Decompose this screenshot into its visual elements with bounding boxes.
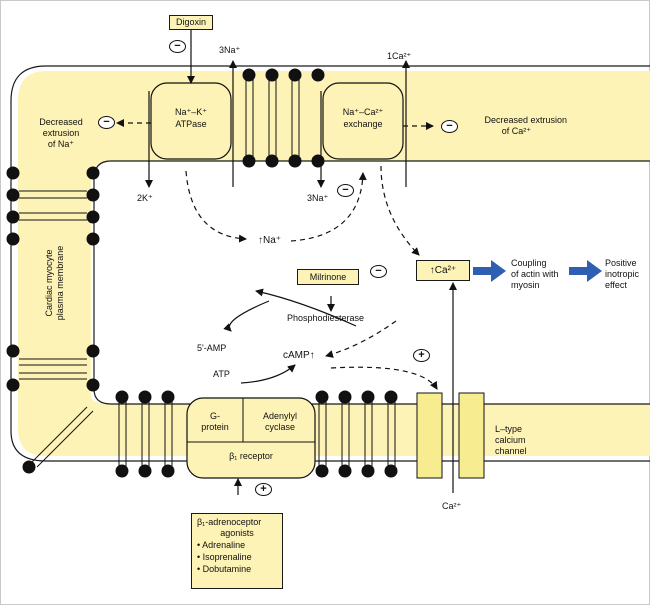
- digoxin-box: Digoxin: [169, 15, 213, 30]
- lipid-bilayer-left: [6, 166, 100, 474]
- agonist-item: Adrenaline: [197, 539, 277, 551]
- decreased-na-3: of Na⁺: [47, 139, 75, 149]
- l-type-label-3: channel: [495, 446, 527, 456]
- camp-stimulate-sign: +: [413, 349, 430, 362]
- g-protein-label-2: protein: [201, 422, 229, 432]
- potassium-in-label: 2K⁺: [137, 193, 153, 203]
- coupling-label-2: of actin with: [511, 269, 559, 279]
- na-ca-exchange-label-2: exchange: [343, 119, 383, 129]
- beta1-receptor-complex: [186, 397, 316, 479]
- arrow-to-coupling: [473, 260, 506, 282]
- decreased-na-2: extrusion: [42, 128, 80, 138]
- membrane-label-2: plasma membrane: [55, 245, 65, 321]
- decreased-na-1: Decreased: [39, 117, 83, 127]
- increased-sodium-label: ↑Na⁺: [258, 235, 282, 246]
- inotropic-label-1: Positive: [605, 258, 637, 268]
- agonist-stimulate-sign: +: [255, 483, 272, 496]
- coupling-label-1: Coupling: [511, 258, 547, 268]
- agonists-title-2: agonists: [220, 528, 254, 538]
- milrinone-box: Milrinone: [297, 269, 359, 285]
- na-k-atpase-label-2: ATPase: [175, 119, 207, 129]
- decreased-ca-2: of Ca²⁺: [501, 126, 531, 136]
- na-ca-exchanger: [322, 82, 404, 160]
- l-type-channel-left: [416, 392, 443, 479]
- phosphodiesterase-label: Phosphodiesterase: [287, 313, 365, 323]
- inotropic-label-2: inotropic: [605, 269, 640, 279]
- ca-extrusion-decrease-sign: −: [441, 120, 458, 133]
- sodium-in-label: 3Na⁺: [307, 193, 329, 203]
- amp-label: 5'-AMP: [197, 343, 227, 353]
- atp-label: ATP: [213, 369, 230, 379]
- coupling-label-3: myosin: [511, 280, 540, 290]
- agonist-item: Isoprenaline: [197, 551, 277, 563]
- agonists-box: β₁-adrenoceptor agonists Adrenaline Isop…: [191, 513, 283, 589]
- inotropic-label-3: effect: [605, 280, 627, 290]
- digoxin-inhibit-sign: −: [169, 40, 186, 53]
- na-k-atpase-label-1: Na⁺–K⁺: [174, 107, 207, 117]
- sodium-out-label: 3Na⁺: [219, 45, 241, 55]
- membrane-label: Cardiac myocyte plasma membrane: [44, 234, 68, 332]
- plasma-membrane: [10, 65, 650, 462]
- agonists-title-1: β₁-adrenoceptor: [197, 517, 262, 527]
- adenylyl-cyclase-label-1: Adenylyl: [262, 411, 298, 421]
- arrow-to-inotropic: [569, 260, 602, 282]
- increased-calcium-box: ↑Ca²⁺: [416, 260, 470, 281]
- beta1-receptor-label: β₁ receptor: [229, 451, 273, 461]
- l-type-label-1: L–type: [495, 424, 523, 434]
- camp-label: cAMP↑: [283, 350, 315, 361]
- extracellular-calcium-label: Ca²⁺: [442, 501, 462, 511]
- milrinone-inhibit-sign: −: [370, 265, 387, 278]
- agonist-item: Dobutamine: [197, 563, 277, 575]
- lipid-bilayer-bottom: [115, 390, 398, 478]
- calcium-out-label: 1Ca²⁺: [387, 51, 412, 61]
- adenylyl-cyclase-label-2: cyclase: [264, 422, 295, 432]
- agonist-list: Adrenaline Isoprenaline Dobutamine: [197, 539, 277, 575]
- g-protein-label-1: G-: [210, 411, 220, 421]
- membrane-label-1: Cardiac myocyte: [44, 249, 54, 317]
- l-type-label-2: calcium: [495, 435, 526, 445]
- na-ca-exchange-label-1: Na⁺–Ca²⁺: [342, 107, 384, 117]
- na-extrusion-decrease-sign: −: [98, 116, 115, 129]
- na-in-decrease-sign: −: [337, 184, 354, 197]
- decreased-ca-1: Decreased extrusion: [484, 115, 567, 125]
- l-type-channel-right: [458, 392, 485, 479]
